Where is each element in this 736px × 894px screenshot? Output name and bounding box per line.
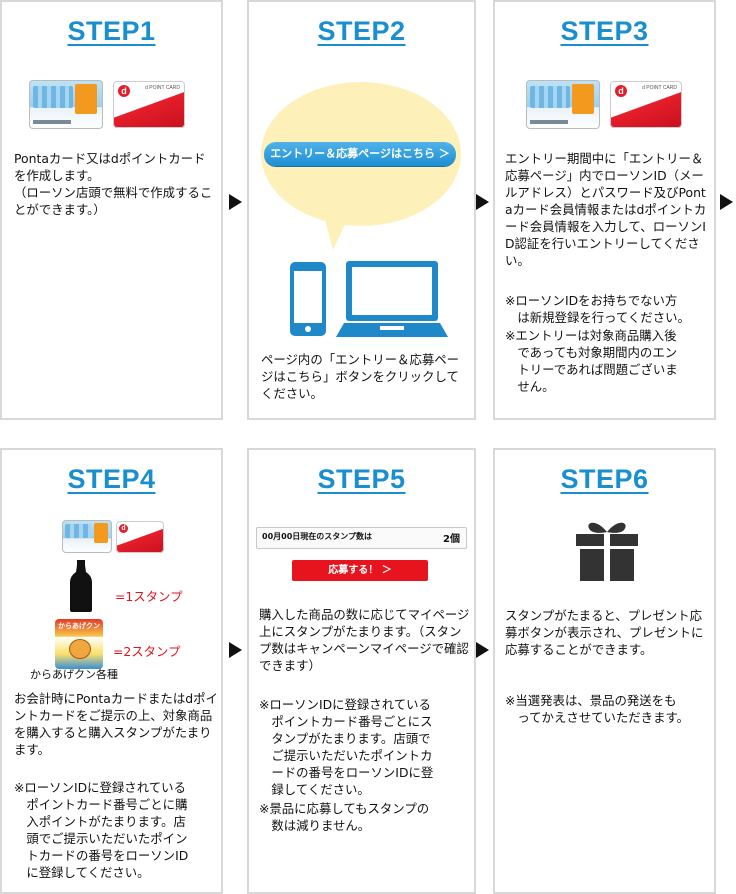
stamp-count-value: 2個 bbox=[443, 534, 460, 545]
ponta-card-image bbox=[526, 80, 600, 129]
step3-description: エントリー期間中に「エントリー＆応募ページ」内でローソンID（メールアドレス）と… bbox=[505, 151, 707, 268]
stamp-count-box: 00月00日現在のスタンプ数は 2個 bbox=[256, 527, 467, 549]
entry-page-button-label: エントリー＆応募ページはこちら ＞ bbox=[270, 147, 450, 160]
step2-title: STEP2 bbox=[317, 16, 406, 46]
smartphone-icon bbox=[290, 262, 326, 336]
step3-note-registration: ※ローソンIDをお持ちでない方 は新規登録を行ってください。 bbox=[505, 293, 690, 325]
stamp-two-label: =2スタンプ bbox=[113, 644, 181, 659]
arrow-right-icon bbox=[476, 642, 489, 658]
step4-note: ※ローソンIDに登録されている ポイントカード番号ごとに購 入ポイントがたまりま… bbox=[14, 780, 189, 880]
stamp-count-label: 00月00日現在のスタンプ数は bbox=[262, 532, 373, 541]
step1-title: STEP1 bbox=[67, 16, 156, 46]
step5-title: STEP5 bbox=[317, 464, 406, 494]
step6-title: STEP6 bbox=[560, 464, 649, 494]
step6-note: ※当選発表は、景品の発送をも ってかえさせていただきます。 bbox=[505, 693, 689, 725]
karaage-package-label: からあげクン bbox=[58, 622, 100, 630]
step4-panel: STEP4 d =1スタンプ からあげクン =2スタンプ からあげクン各種 お会… bbox=[0, 448, 223, 894]
d-point-card-image: d bbox=[116, 521, 164, 553]
apply-button[interactable]: 応募する！ ＞ bbox=[292, 560, 428, 581]
step4-title: STEP4 bbox=[67, 464, 156, 494]
step1-description: Pontaカード又はdポイントカードを作成します。 （ローソン店頭で無料で作成す… bbox=[14, 151, 213, 217]
apply-button-label: 応募する！ ＞ bbox=[328, 565, 392, 576]
entry-page-button[interactable]: エントリー＆応募ページはこちら ＞ bbox=[264, 142, 456, 166]
step3-title: STEP3 bbox=[560, 16, 649, 46]
karaage-package-image: からあげクン bbox=[55, 619, 103, 669]
arrow-right-icon bbox=[229, 194, 242, 210]
laptop-icon bbox=[336, 261, 448, 337]
ponta-card-image bbox=[29, 80, 103, 129]
arrow-right-icon bbox=[720, 194, 733, 210]
gift-icon bbox=[576, 522, 638, 581]
arrow-right-icon bbox=[476, 194, 489, 210]
step5-note-stamps: ※景品に応募してもスタンプの 数は減りません。 bbox=[259, 801, 430, 833]
step6-description: スタンプがたまると、プレゼント応募ボタンが表示され、プレゼントに応募することがで… bbox=[505, 608, 704, 657]
arrow-right-icon bbox=[229, 642, 242, 658]
step6-panel: STEP6 スタンプがたまると、プレゼント応募ボタンが表示され、プレゼントに応募… bbox=[493, 448, 716, 894]
step5-description: 購入した商品の数に応じてマイページ上にスタンプがたまります。（スタンプ数はキャン… bbox=[259, 607, 470, 673]
step4-description: お会計時にPontaカードまたはdポイントカードをご提示の上、対象商品を購入する… bbox=[14, 691, 218, 757]
step2-description: ページ内の「エントリー＆応募ページはこちら」ボタンをクリックしてください。 bbox=[261, 352, 460, 401]
stamp-one-label: =1スタンプ bbox=[115, 589, 183, 604]
bottle-icon bbox=[70, 560, 92, 612]
step2-panel: STEP2 エントリー＆応募ページはこちら ＞ ページ内の「エントリー＆応募ペー… bbox=[247, 0, 476, 420]
product-caption: からあげクン各種 bbox=[30, 668, 118, 681]
step3-note-entry: ※エントリーは対象商品購入後 であっても対象期間内のエン トリーであれば問題ござ… bbox=[505, 328, 678, 394]
step5-note-registration: ※ローソンIDに登録されている ポイントカード番号ごとにス タンプがたまります。… bbox=[259, 697, 434, 797]
ponta-card-image bbox=[62, 520, 112, 553]
step5-panel: STEP5 00月00日現在のスタンプ数は 2個 応募する！ ＞ 購入した商品の… bbox=[247, 448, 476, 894]
